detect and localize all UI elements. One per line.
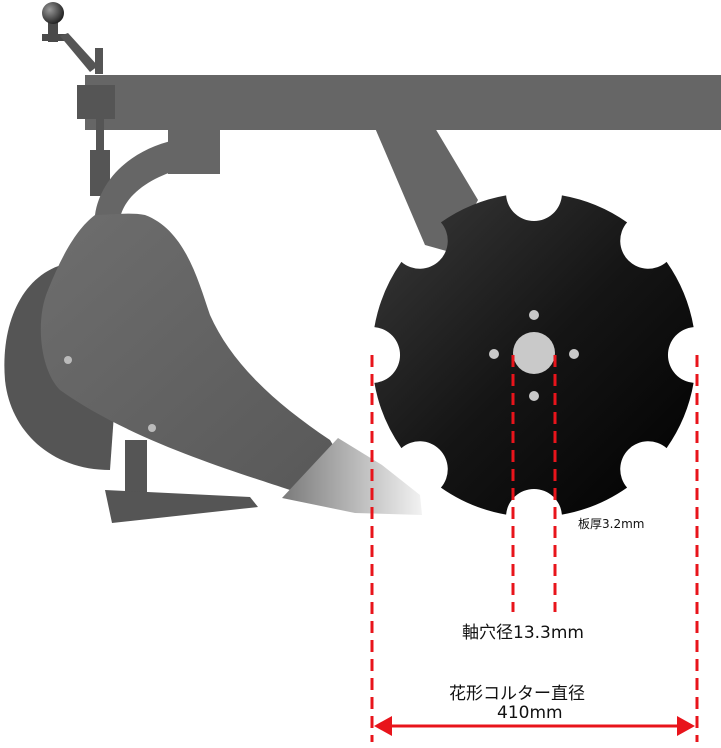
- moldboard: [40, 213, 346, 490]
- collar-diameter-title: 花形コルター直径: [449, 684, 585, 704]
- shaft-hole: [513, 332, 555, 374]
- moldboard-bolt: [64, 356, 72, 364]
- bolt-hole: [569, 349, 579, 359]
- handle-knob: [42, 2, 64, 24]
- bolt-hole: [529, 391, 539, 401]
- plow-shank: [95, 140, 178, 218]
- arrowhead-left: [374, 716, 392, 736]
- shaft-hole-dimension: [511, 355, 557, 612]
- plow-share-tip: [282, 438, 422, 515]
- adjustment-rod: [90, 118, 110, 196]
- disc-holes: [489, 310, 579, 401]
- frame-beam: [77, 75, 721, 174]
- collar-diameter-value: 410mm: [497, 703, 563, 723]
- diameter-arrow: [374, 716, 695, 736]
- arrowhead-right: [677, 716, 695, 736]
- adjustment-handle: [42, 2, 103, 74]
- bolt-hole: [489, 349, 499, 359]
- thickness-label: 板厚3.2mm: [578, 517, 645, 531]
- diameter-dimension: [370, 355, 699, 742]
- plow-foot: [105, 440, 258, 523]
- bolt-hole: [529, 310, 539, 320]
- shaft-hole-label: 軸穴径13.3mm: [462, 623, 584, 643]
- moldboard-bolt: [148, 424, 156, 432]
